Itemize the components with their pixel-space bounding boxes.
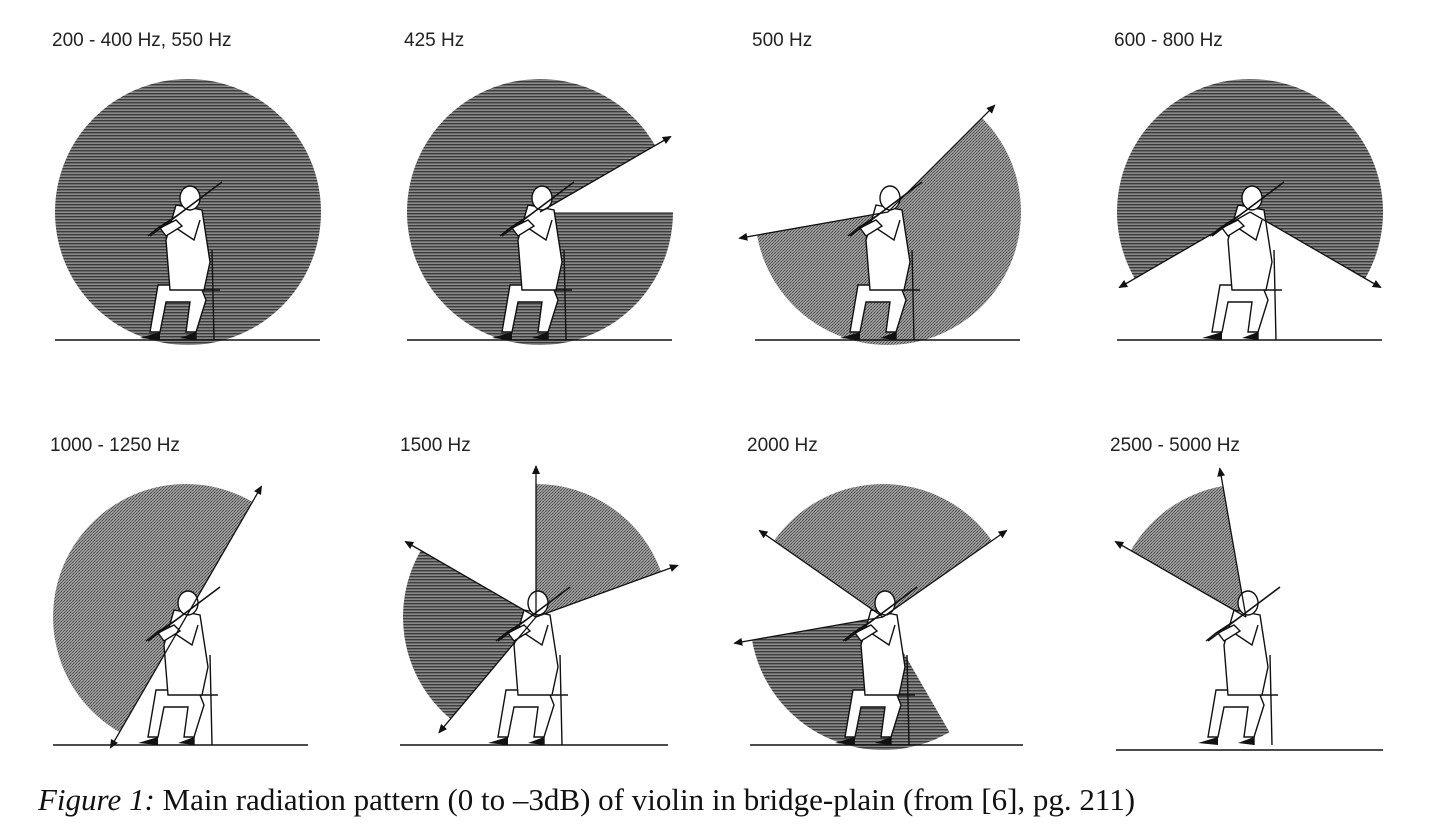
violin <box>1216 624 1242 642</box>
radiation-pattern-figure: 200 - 400 Hz, 550 Hz 425 Hz 500 Hz 600 -… <box>50 30 1383 751</box>
right-arm <box>870 624 896 647</box>
violin <box>158 219 184 237</box>
radiation-lobe <box>403 550 536 719</box>
shoes <box>138 737 194 745</box>
shoes <box>1202 332 1258 340</box>
violinist-figure <box>1198 586 1281 746</box>
radiation-lobe <box>53 484 253 733</box>
figure-caption: Figure 1: Main radiation pattern (0 to –… <box>38 782 1135 818</box>
bow <box>149 181 223 237</box>
violin <box>510 219 536 237</box>
radiation-arrow <box>887 104 996 213</box>
bow <box>849 181 923 237</box>
panel-frequency-label: 2500 - 5000 Hz <box>1110 435 1240 456</box>
violinist-figure <box>488 586 571 746</box>
shoes <box>488 737 544 745</box>
violin <box>858 219 884 237</box>
panel-2: 500 Hz <box>738 30 1021 346</box>
radiation-arrow <box>1114 540 1247 618</box>
right-arm <box>173 624 199 647</box>
radiation-arrows <box>539 135 672 213</box>
violinist-figure <box>140 181 223 341</box>
bow <box>497 586 571 642</box>
radiation-lobes <box>1117 79 1383 279</box>
radiation-lobes <box>53 484 253 733</box>
radiation-arrow <box>733 616 884 646</box>
radiation-arrows <box>1114 467 1247 618</box>
panel-frequency-label: 2000 Hz <box>747 435 818 456</box>
right-arm <box>527 219 553 242</box>
panel-frequency-label: 500 Hz <box>752 30 812 51</box>
panel-frequency-label: 1000 - 1250 Hz <box>50 435 180 456</box>
legs <box>501 284 559 333</box>
legs <box>1211 284 1269 333</box>
right-arm <box>875 219 901 242</box>
radiation-arrows <box>738 104 996 241</box>
violinist-figure <box>138 586 221 746</box>
violinist-figure <box>492 181 575 341</box>
right-arm <box>1233 624 1259 647</box>
legs <box>849 284 907 333</box>
panel-frequency-label: 1500 Hz <box>400 435 471 456</box>
panel-0: 200 - 400 Hz, 550 Hz <box>52 30 321 345</box>
shoes <box>140 332 196 340</box>
radiation-arrows <box>733 529 1008 646</box>
radiation-arrow <box>535 564 679 618</box>
right-arm <box>1237 219 1263 242</box>
bow <box>501 181 575 237</box>
panel-frequency-label: 200 - 400 Hz, 550 Hz <box>52 30 232 51</box>
radiation-arrow <box>438 616 537 734</box>
legs <box>147 689 205 738</box>
bow <box>844 586 918 642</box>
violinist-figure <box>835 586 918 746</box>
radiation-arrows <box>109 485 263 749</box>
violin <box>853 624 879 642</box>
panel-1: 425 Hz <box>404 30 673 346</box>
radiation-arrow <box>185 485 263 618</box>
radiation-arrow <box>539 135 672 213</box>
violin <box>506 624 532 642</box>
radiation-lobe <box>536 484 661 617</box>
radiation-arrow <box>882 529 1008 618</box>
shoes <box>840 332 896 340</box>
panel-7: 2500 - 5000 Hz <box>1110 435 1383 751</box>
panel-frequency-label: 600 - 800 Hz <box>1114 30 1223 51</box>
panel-6: 2000 Hz <box>733 435 1023 750</box>
radiation-lobe <box>774 483 992 617</box>
radiation-lobe <box>1130 486 1246 617</box>
bow <box>1207 586 1281 642</box>
shoes <box>1198 737 1254 745</box>
radiation-arrow <box>404 540 537 618</box>
radiation-arrow <box>1249 211 1382 289</box>
figure-number: Figure 1: <box>38 782 155 817</box>
right-arm <box>175 219 201 242</box>
panel-3: 600 - 800 Hz <box>1114 30 1383 341</box>
legs <box>1207 689 1265 738</box>
radiation-arrow <box>758 529 884 618</box>
radiation-lobe <box>1117 79 1383 279</box>
shoes <box>835 737 891 745</box>
legs <box>844 689 902 738</box>
radiation-arrows <box>404 465 679 734</box>
panel-5: 1500 Hz <box>400 435 679 746</box>
bow <box>147 586 221 642</box>
legs <box>149 284 207 333</box>
radiation-lobes <box>1130 486 1246 617</box>
violinist-figure <box>840 181 923 341</box>
caption-text: Main radiation pattern (0 to –3dB) of vi… <box>154 782 1136 817</box>
violinist-figure <box>1202 181 1285 341</box>
panel-frequency-label: 425 Hz <box>404 30 464 51</box>
shoes <box>492 332 548 340</box>
right-arm <box>523 624 549 647</box>
radiation-arrow <box>1217 467 1247 618</box>
panel-4: 1000 - 1250 Hz <box>50 435 308 749</box>
radiation-arrow <box>738 211 889 241</box>
radiation-arrows <box>1118 211 1382 289</box>
radiation-arrow <box>1118 211 1251 289</box>
legs <box>497 689 555 738</box>
radiation-arrow <box>109 616 187 749</box>
radiation-lobes <box>403 484 661 719</box>
violin <box>156 624 182 642</box>
